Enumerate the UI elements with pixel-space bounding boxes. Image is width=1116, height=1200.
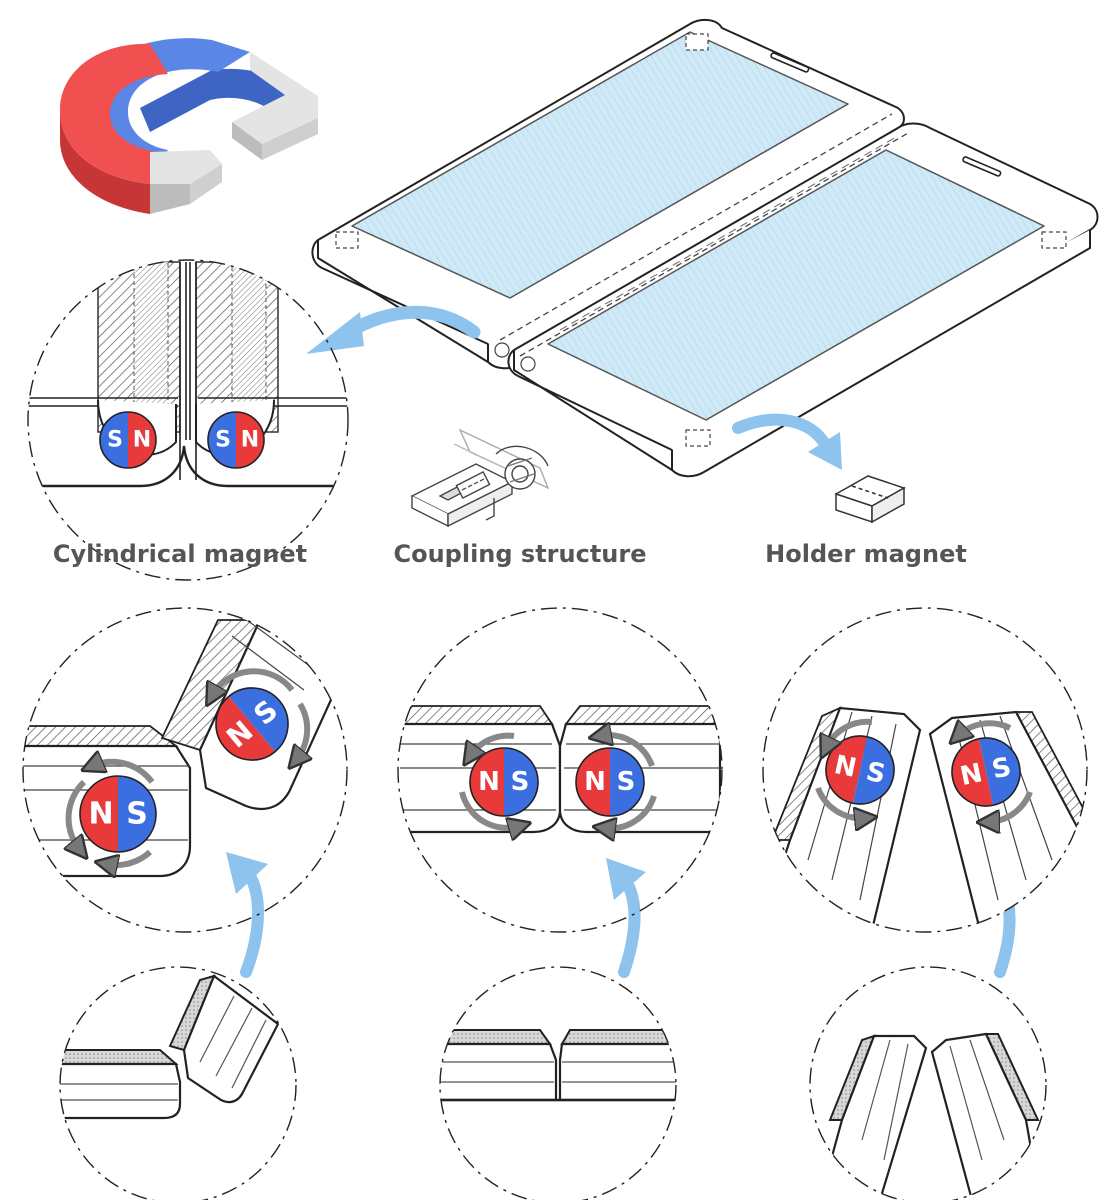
rotation-arrow-icon (69, 779, 84, 850)
pole-label-north: N (478, 767, 500, 797)
pole-label-south: S (215, 428, 231, 453)
rotation-arrow-icon (604, 795, 657, 828)
magnet-right-top: S N (207, 411, 265, 469)
caption-coupling-structure: Coupling structure (393, 540, 647, 568)
rotation-arrow-icon (296, 702, 307, 760)
rotation-arrow-icon (212, 668, 295, 696)
pole-label-south: S (126, 797, 148, 832)
rotation-arrow-icon (470, 732, 515, 756)
rotation-arrow-icon (600, 735, 655, 768)
small-circle-flat (439, 966, 677, 1200)
magnet-flat-right: N S (575, 735, 657, 828)
pole-label-north: N (584, 767, 606, 797)
rotation-arrow-icon (459, 791, 520, 828)
foldable-device (311, 18, 1099, 478)
rotation-arrow-icon (958, 723, 1012, 736)
caption-holder-magnet: Holder magnet (765, 540, 967, 568)
holder-magnet-block-icon (834, 475, 906, 524)
magnet-angled-left: N S (69, 762, 157, 865)
detail-circle-flat: N S N S (397, 607, 723, 933)
detail-circle-v-shape: N S N S (762, 607, 1088, 933)
magnet-v-right: N S (951, 737, 1021, 807)
caption-cylindrical-magnet: Cylindrical magnet (52, 540, 308, 568)
magnet-angled-right: N S (215, 687, 289, 761)
small-circle-v-shape (809, 966, 1047, 1200)
magnet-left-top: S N (99, 411, 157, 469)
pole-label-south: S (511, 767, 530, 797)
magnet-flat-left: N S (459, 732, 539, 828)
rotation-arrow-icon (92, 762, 155, 784)
pole-label-north: N (133, 428, 151, 453)
coupling-mechanism-icon (410, 428, 550, 528)
callout-arrow-detail-2 (606, 858, 646, 978)
pole-label-north: N (241, 428, 259, 453)
rotation-arrow-icon (826, 718, 873, 748)
callout-arrow-cylindrical (306, 305, 481, 354)
pole-label-south: S (107, 428, 123, 453)
rotation-arrow-icon (988, 790, 1033, 822)
callout-arrow-holder (732, 413, 842, 470)
horseshoe-magnet-icon (60, 38, 318, 214)
detail-circle-angled: N S N S (22, 607, 348, 933)
rotation-arrow-icon (815, 786, 866, 818)
callout-arrow-detail-1 (226, 852, 268, 978)
pole-label-south: S (617, 767, 636, 797)
small-circle-angled (59, 966, 297, 1200)
rotation-arrow-icon (106, 849, 153, 865)
detail-circle-cylindrical: S N S N (27, 259, 349, 581)
pole-label-north: N (88, 797, 113, 832)
